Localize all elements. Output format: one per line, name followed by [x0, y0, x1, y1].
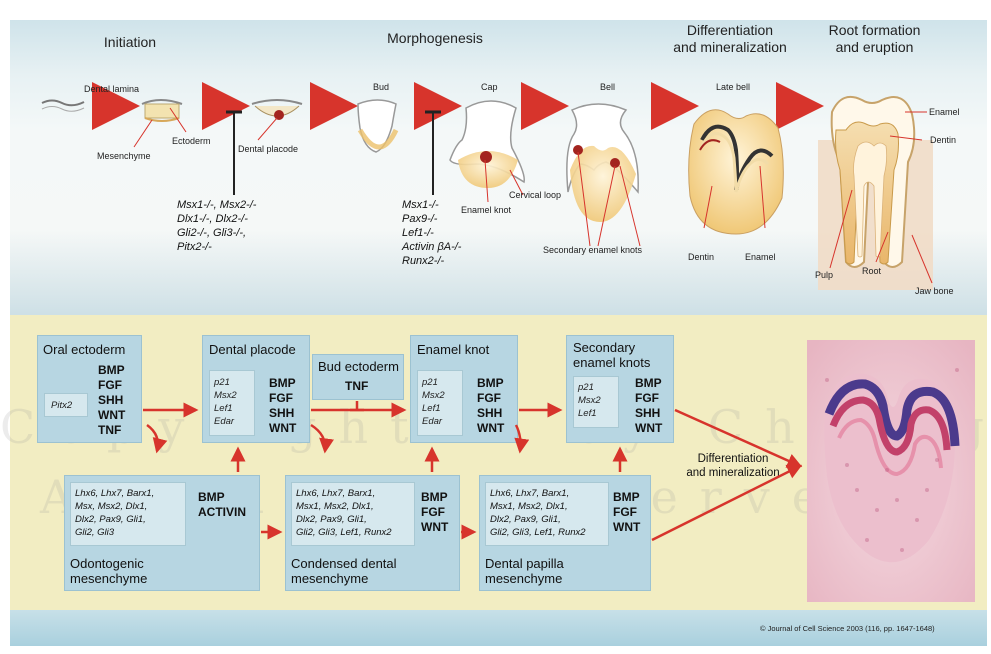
copyright-text: © Journal of Cell Science 2003 (116, pp.…	[760, 624, 935, 633]
